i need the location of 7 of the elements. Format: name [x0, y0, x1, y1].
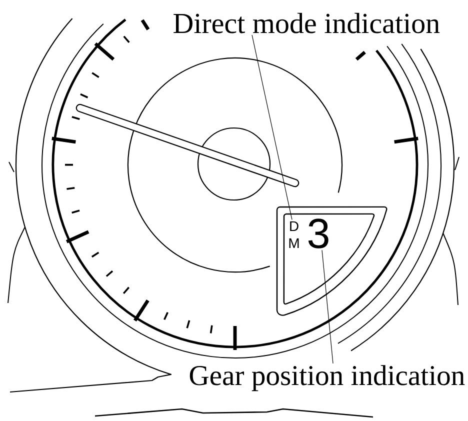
- display-window: [276, 206, 388, 316]
- leader-line: [322, 250, 334, 364]
- callout-label: Direct mode indication: [174, 12, 440, 34]
- indicator-letters: D M: [289, 221, 299, 248]
- callout-label: Gear position indication: [190, 365, 465, 392]
- leader-line: [252, 34, 292, 220]
- gear-digit: 3: [308, 218, 328, 248]
